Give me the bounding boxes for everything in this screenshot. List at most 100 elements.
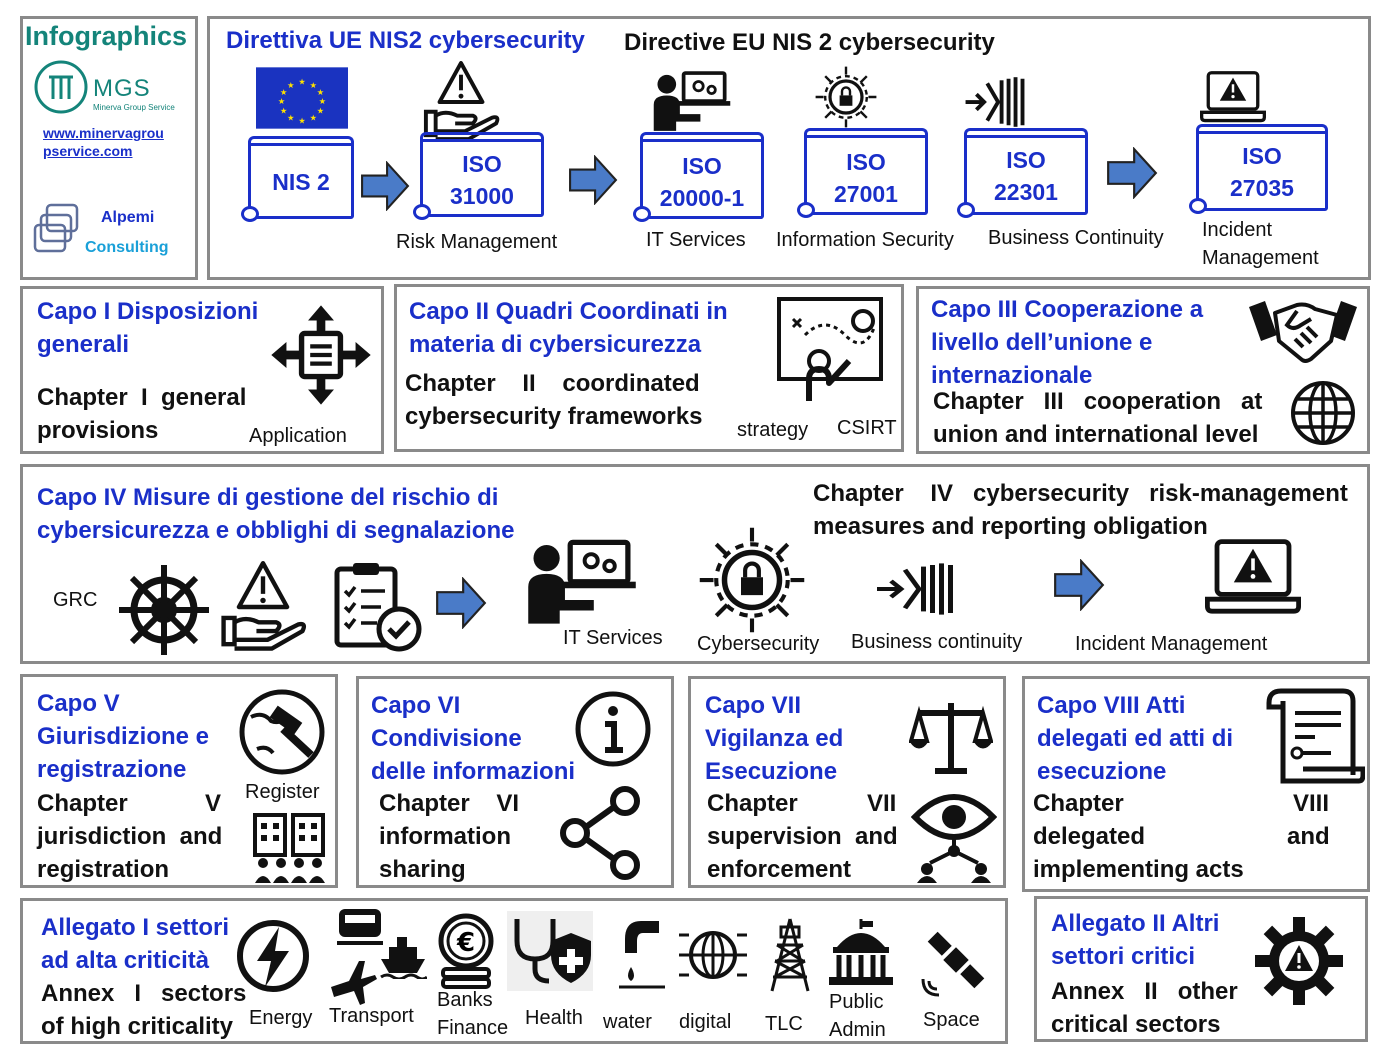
svg-text:★: ★ <box>317 87 324 97</box>
cap5-en-l2: jurisdiction and <box>37 823 223 850</box>
iso-31000-l1: ISO <box>462 151 502 177</box>
iso-22301-scroll: ISO 22301 <box>957 128 1088 218</box>
iso-27001-caption: Information Security <box>776 229 954 251</box>
annex2-title-l1: Allegato II Altri <box>1051 910 1220 937</box>
svg-text:€: € <box>456 928 475 958</box>
cap8-en-l2: delegated <box>1033 823 1146 850</box>
cap8-en-l1-num: VIII <box>1293 790 1330 817</box>
cap2-title-l2: materia di cybersicurezza <box>409 331 702 358</box>
header-title-en: Directive EU NIS 2 cybersecurity <box>624 29 995 56</box>
eye-network-icon <box>911 791 997 883</box>
cap7-en-l2: supervision and <box>707 823 898 850</box>
cap4-panel: Capo IV Misure di gestione del rischio d… <box>20 464 1370 664</box>
jurisdiction-gavel-icon <box>237 687 327 777</box>
cap1-title-l2: generali <box>37 331 130 358</box>
annex1-en-l2: of high criticality <box>41 1013 234 1040</box>
cap5-title-l1: Capo V <box>37 690 120 717</box>
it-services-icon <box>650 69 734 135</box>
cap4-en-l2: measures and reporting obligation <box>813 513 1208 540</box>
iso-27035-scroll: ISO 27035 <box>1189 124 1328 214</box>
mgs-tagline: Minerva Group Service <box>93 103 175 112</box>
cap3-title-l3: internazionale <box>931 362 1093 389</box>
cap1-title-l1: Capo I Disposizioni <box>37 298 259 325</box>
sector-health-label: Health <box>525 1007 583 1029</box>
flow-arrow-1 <box>361 162 409 210</box>
cap7-title-l3: Esecuzione <box>705 758 838 785</box>
iso-22301-l1: ISO <box>1006 147 1046 173</box>
iso-27001-l1: ISO <box>846 149 886 175</box>
lightning-icon <box>235 913 311 999</box>
nis2-label: NIS 2 <box>272 169 330 195</box>
scales-icon <box>909 697 993 777</box>
cap7-panel: Capo VII Vigilanza ed Esecuzione Chapter… <box>688 676 1006 888</box>
svg-text:★: ★ <box>317 105 324 115</box>
cap6-en-l1: Chapter VI <box>379 790 520 817</box>
cap7-title-l1: Capo VII <box>705 692 802 719</box>
cap1-application-label: Application <box>249 425 347 447</box>
sector-transport-label: Transport <box>329 1005 414 1027</box>
cap1-panel: Capo I Disposizioni generali Chapter I g… <box>20 286 384 454</box>
cap4-incident-label: Incident Management <box>1075 633 1268 655</box>
cap6-title-l2: Condivisione <box>371 725 522 752</box>
iso-27035-l1: ISO <box>1242 143 1282 169</box>
annex1-title-l1: Allegato I settori <box>41 914 230 941</box>
share-icon <box>559 785 645 881</box>
sector-banks-label: Banks <box>437 989 493 1011</box>
iso-27001-l2: 27001 <box>834 181 898 207</box>
eu-flag: ★★★★★★★★★★★★ <box>256 67 348 129</box>
iso-31000-caption: Risk Management <box>396 231 558 253</box>
iso-31000-l2: 31000 <box>450 183 514 209</box>
sector-tlc-label: TLC <box>765 1013 803 1035</box>
warning-hand-icon <box>422 61 500 143</box>
iso-20000-scroll: ISO 20000-1 <box>633 132 764 222</box>
cap6-en-l2: information <box>379 823 511 850</box>
cap4-arrow-2 <box>1054 560 1104 610</box>
cap7-en-l3: enforcement <box>707 856 852 883</box>
alpemi-logo-icon <box>33 203 81 255</box>
cap5-en-l1: Chapter <box>37 790 128 817</box>
train-icon <box>335 907 385 947</box>
annex1-panel: Allegato I settori ad alta criticità Ann… <box>20 898 1008 1044</box>
arrows-application-icon <box>267 301 375 409</box>
cyber-lock-icon <box>697 525 807 635</box>
iso-20000-l2: 20000-1 <box>659 185 745 211</box>
annex2-en-l2: critical sectors <box>1051 1011 1221 1038</box>
public-building-icon <box>827 915 895 987</box>
cap5-en-l1-num: V <box>205 790 222 817</box>
cap1-en-l1: Chapter I general <box>37 384 247 411</box>
cap7-title-l2: Vigilanza ed <box>705 725 844 752</box>
clipboard-check-icon <box>333 559 425 655</box>
cap2-title-l1: Capo II Quadri Coordinati in <box>409 298 728 325</box>
svg-text:★: ★ <box>298 116 305 126</box>
iso-20000-caption: IT Services <box>646 229 746 251</box>
handshake-icon <box>1245 295 1361 371</box>
svg-text:★: ★ <box>310 80 317 90</box>
water-tap-icon <box>617 913 667 991</box>
cap8-panel: Capo VIII Atti delegati ed atti di esecu… <box>1022 676 1370 892</box>
svg-text:★: ★ <box>287 80 294 90</box>
header-panel: Direttiva UE NIS2 cybersecurity Directiv… <box>207 16 1371 280</box>
cap5-title-l2: Giurisdizione e <box>37 723 210 750</box>
plane-icon <box>327 957 379 1005</box>
cap4-title-l1: Capo IV Misure di gestione del rischio d… <box>37 484 499 511</box>
alpemi-consulting: Consulting <box>85 239 169 256</box>
cap6-title-l3: delle informazioni <box>371 758 576 785</box>
cap4-grc-label: GRC <box>53 589 98 611</box>
cap2-en-l1: Chapter II coordinated <box>405 370 700 397</box>
cap4-it-services-label: IT Services <box>563 627 663 649</box>
incident-laptop-icon <box>1205 529 1301 619</box>
website-link-line2[interactable]: pservice.com <box>43 143 133 159</box>
sector-energy-label: Energy <box>249 1007 313 1029</box>
logo-panel: Infographics MGS Minerva Group Service w… <box>20 16 198 280</box>
header-title-it: Direttiva UE NIS2 cybersecurity <box>226 27 585 54</box>
cap6-title-l1: Capo VI <box>371 692 461 719</box>
nis2-scroll: NIS 2 <box>241 136 354 222</box>
cap4-business-continuity-label: Business continuity <box>851 631 1023 653</box>
alpemi-name: Alpemi <box>101 209 155 226</box>
cap1-en-l2: provisions <box>37 417 159 444</box>
satellite-icon <box>919 921 993 999</box>
health-icon <box>507 911 593 991</box>
website-link-line1[interactable]: www.minervagrou <box>43 125 164 141</box>
iso-22301-l2: 22301 <box>994 179 1058 205</box>
svg-text:★: ★ <box>298 77 305 87</box>
